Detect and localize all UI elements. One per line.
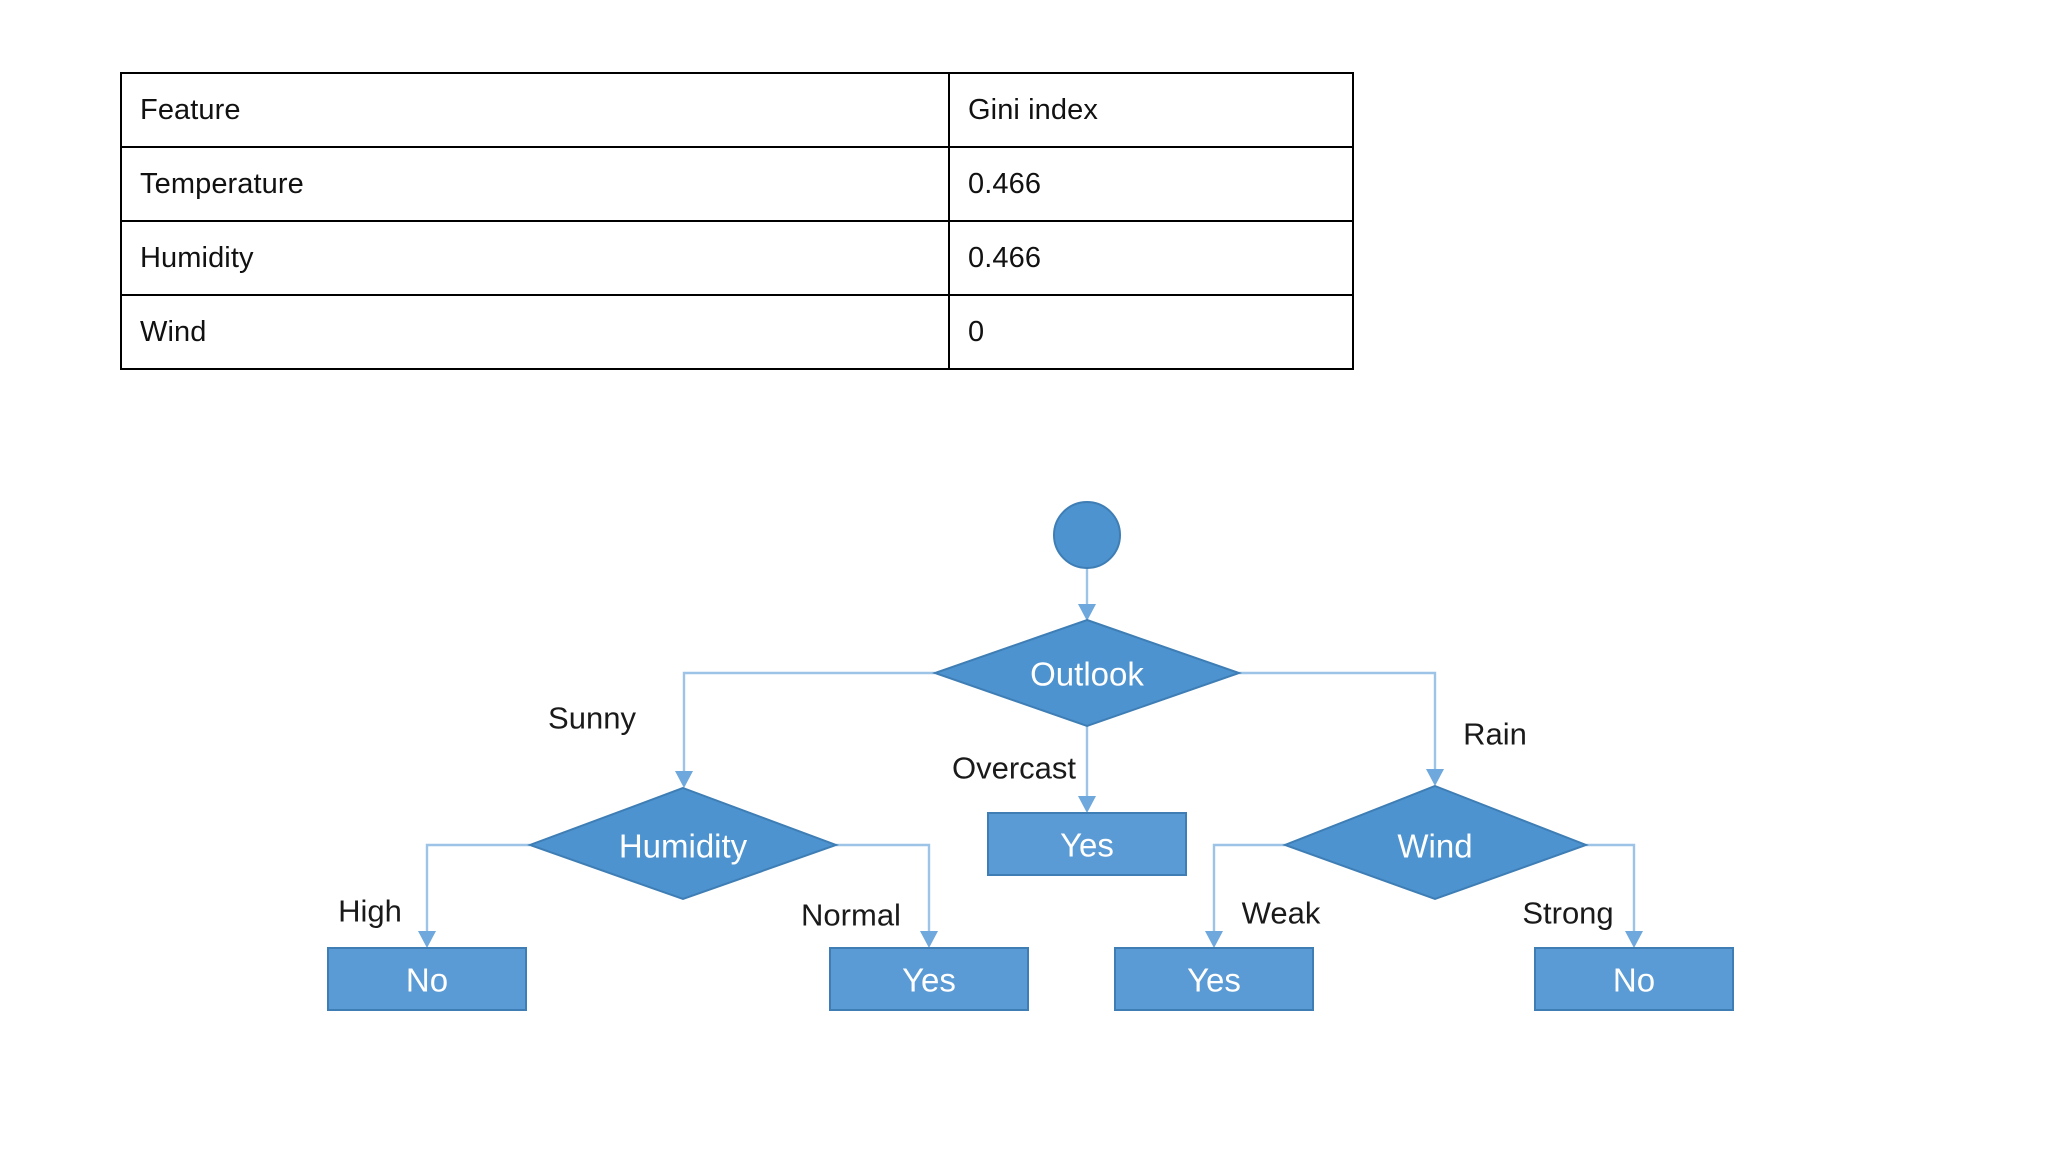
cell-gini-wind: 0 bbox=[948, 294, 1354, 370]
edge-label-overcast: Overcast bbox=[952, 751, 1076, 786]
tree-leaf-strong-no-label: No bbox=[1613, 962, 1655, 999]
tree-leaf-overcast-yes[interactable]: Yes bbox=[987, 812, 1187, 876]
tree-leaf-high-no[interactable]: No bbox=[327, 947, 527, 1011]
cell-gini-humidity: 0.466 bbox=[948, 220, 1354, 296]
tree-root-circle[interactable] bbox=[1053, 501, 1121, 569]
edge-humidity-to-high-leaf bbox=[418, 843, 530, 948]
table-row: Temperature 0.466 bbox=[120, 146, 1354, 222]
tree-leaf-strong-no[interactable]: No bbox=[1534, 947, 1734, 1011]
tree-node-humidity[interactable]: Humidity bbox=[527, 786, 839, 901]
tree-leaf-weak-yes[interactable]: Yes bbox=[1114, 947, 1314, 1011]
tree-node-wind[interactable]: Wind bbox=[1282, 784, 1589, 901]
edge-outlook-to-overcast-leaf bbox=[1078, 726, 1096, 813]
tree-leaf-overcast-yes-label: Yes bbox=[1060, 827, 1114, 864]
edge-wind-to-weak-leaf bbox=[1205, 843, 1285, 948]
gini-index-table: Feature Gini index Temperature 0.466 Hum… bbox=[120, 72, 1354, 370]
edge-label-strong: Strong bbox=[1522, 896, 1613, 931]
edge-outlook-to-wind bbox=[1239, 671, 1444, 786]
tree-node-outlook[interactable]: Outlook bbox=[931, 618, 1243, 728]
edge-label-high: High bbox=[338, 894, 402, 929]
tree-leaf-normal-yes-label: Yes bbox=[902, 962, 956, 999]
cell-feature-humidity: Humidity bbox=[120, 220, 950, 296]
edge-wind-to-strong-leaf bbox=[1586, 843, 1643, 948]
table-row: Humidity 0.466 bbox=[120, 220, 1354, 296]
cell-gini-temperature: 0.466 bbox=[948, 146, 1354, 222]
table-header-row: Feature Gini index bbox=[120, 72, 1354, 148]
tree-node-outlook-label: Outlook bbox=[1030, 656, 1144, 693]
tree-leaf-weak-yes-label: Yes bbox=[1187, 962, 1241, 999]
tree-leaf-high-no-label: No bbox=[406, 962, 448, 999]
edge-root-to-outlook bbox=[1078, 568, 1096, 621]
edge-label-rain: Rain bbox=[1463, 717, 1527, 752]
tree-node-wind-label: Wind bbox=[1397, 828, 1472, 865]
edge-label-weak: Weak bbox=[1242, 896, 1321, 931]
table-row: Wind 0 bbox=[120, 294, 1354, 370]
edge-outlook-to-humidity bbox=[675, 671, 935, 788]
column-header-gini-index: Gini index bbox=[948, 72, 1354, 148]
edge-humidity-to-normal-leaf bbox=[836, 843, 938, 948]
tree-leaf-normal-yes[interactable]: Yes bbox=[829, 947, 1029, 1011]
cell-feature-temperature: Temperature bbox=[120, 146, 950, 222]
edge-label-sunny: Sunny bbox=[548, 701, 636, 736]
tree-node-humidity-label: Humidity bbox=[619, 828, 748, 865]
cell-feature-wind: Wind bbox=[120, 294, 950, 370]
edge-label-normal: Normal bbox=[801, 898, 901, 933]
column-header-feature: Feature bbox=[120, 72, 950, 148]
